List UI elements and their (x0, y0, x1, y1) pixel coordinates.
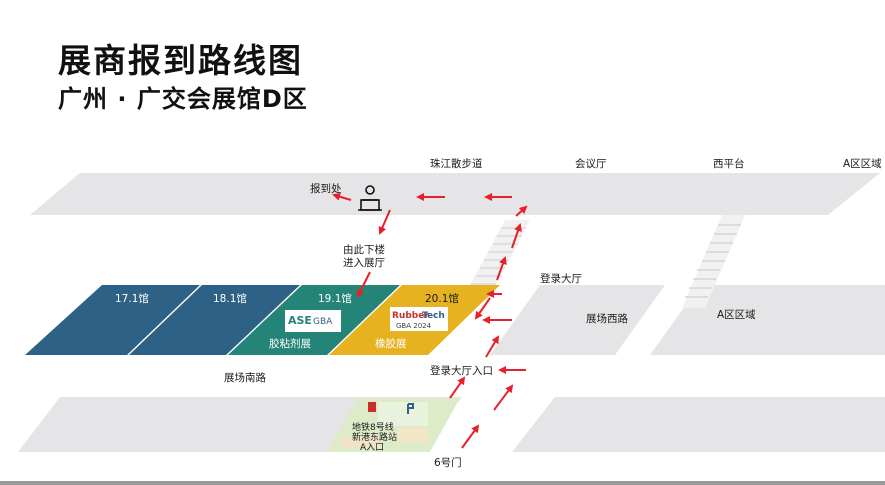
label-registration-hall: 登录大厅 (540, 272, 582, 285)
hall-18-1-label: 18.1馆 (213, 292, 247, 305)
svg-text:Rubber: Rubber (392, 311, 429, 321)
label-metro-entrance: A入口 (360, 442, 384, 453)
label-west-terrace: 西平台 (713, 157, 745, 170)
bottom-rule (0, 481, 885, 485)
label-hall-entrance: 登录大厅入口 (430, 364, 493, 377)
upper-platform (30, 173, 880, 215)
stairs-right (682, 215, 745, 308)
stairs-left (462, 220, 530, 300)
registration-hall-block (490, 285, 665, 355)
hall-19-1-label: 19.1馆 (318, 292, 352, 305)
label-gate-6: 6号门 (434, 456, 462, 469)
page-title: 展商报到路线图 (58, 41, 303, 80)
label-a-zone-top: A区区域 (843, 157, 882, 170)
hall-20-1-label: 20.1馆 (425, 292, 459, 305)
checkin-desk-icon (358, 185, 382, 211)
label-a-zone: A区区域 (717, 308, 756, 321)
ase-gba-logo: ASE GBA (285, 310, 341, 332)
hall-20-1-exhibit: 橡胶展 (375, 337, 407, 350)
svg-text:ASE: ASE (288, 314, 312, 327)
label-metro-line: 地铁8号线 (352, 421, 394, 433)
label-stairs-note-2: 进入展厅 (343, 257, 385, 269)
label-checkin: 报到处 (310, 182, 342, 195)
label-south-road: 展场南路 (224, 371, 266, 384)
page-subtitle: 广州 · 广交会展馆D区 (58, 85, 308, 113)
route-arrows (332, 192, 528, 449)
label-stairs-note-1: 由此下楼 (343, 243, 385, 256)
a-zone-block (650, 285, 885, 355)
bottom-right-platform (512, 397, 885, 452)
metro-icon (368, 402, 376, 412)
label-conference-hall: 会议厅 (575, 157, 607, 170)
label-pearl-river-walk: 珠江散步道 (430, 157, 483, 170)
label-west-road: 展场西路 (586, 312, 628, 325)
svg-text:Tech: Tech (422, 311, 445, 321)
svg-text:GBA 2024: GBA 2024 (396, 322, 432, 330)
rubbertech-logo: Rubber Tech GBA 2024 (390, 307, 448, 331)
parking-icon (407, 403, 414, 414)
svg-text:GBA: GBA (313, 317, 333, 327)
hall-18-1 (129, 285, 300, 355)
label-metro-station: 新港东路站 (352, 431, 397, 443)
hall-17-1-label: 17.1馆 (115, 292, 149, 305)
hall-17-1 (25, 285, 200, 355)
hall-19-1-exhibit: 胶粘剂展 (269, 337, 311, 350)
